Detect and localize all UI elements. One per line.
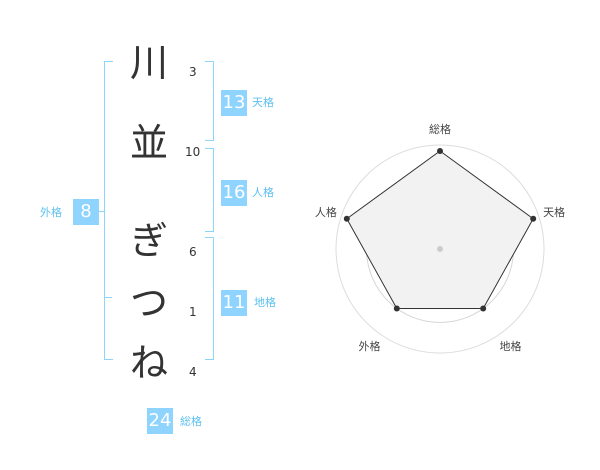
tenkaku-label: 天格 (252, 96, 274, 109)
radar-point-5 (343, 215, 350, 222)
chikaku-bracket (205, 237, 214, 360)
chikaku-value-badge: 11 (221, 290, 247, 316)
radar-area (346, 150, 534, 309)
gaikaku-bracket (104, 61, 113, 360)
stroke-count-4: 1 (189, 305, 197, 319)
gaikaku-value-badge: 8 (73, 199, 99, 225)
radar-axis-label-3: 地格 (500, 339, 522, 353)
radar-outer-ring (335, 144, 545, 354)
gaikaku-bracket-connector (96, 211, 104, 212)
radar-point-1 (437, 148, 443, 154)
radar-axis-label-4: 外格 (358, 339, 380, 353)
radar-point-4 (393, 305, 400, 312)
radar-point-2 (530, 215, 537, 222)
radar-point-3 (480, 305, 487, 312)
gaikaku-label: 外格 (40, 206, 62, 219)
name-char-2: 並 (129, 121, 168, 165)
radar-points (343, 148, 537, 312)
radar-axis-label-1: 総格 (429, 122, 451, 136)
radar-axis-label-5: 人格 (315, 205, 337, 219)
tenkaku-bracket (205, 61, 214, 141)
name-char-3: ぎ (129, 219, 168, 263)
jinkaku-bracket (205, 148, 214, 232)
radar-axis-label-2: 天格 (543, 205, 565, 219)
stroke-count-1: 3 (189, 65, 197, 79)
gaikaku-bracket-divider (104, 297, 112, 298)
chikaku-label: 地格 (254, 296, 276, 309)
stroke-count-2: 10 (185, 145, 201, 159)
name-char-5: ね (129, 341, 168, 385)
soukaku-label: 総格 (180, 415, 202, 428)
name-char-4: つ (129, 281, 168, 325)
stroke-count-5: 4 (189, 365, 197, 379)
soukaku-value-badge: 24 (147, 408, 173, 434)
jinkaku-value-badge: 16 (221, 180, 247, 206)
stroke-count-3: 6 (189, 245, 197, 259)
tenkaku-value-badge: 13 (221, 90, 247, 116)
jinkaku-label: 人格 (252, 186, 274, 199)
radar-center-dot (437, 246, 443, 252)
name-char-1: 川 (129, 41, 168, 85)
